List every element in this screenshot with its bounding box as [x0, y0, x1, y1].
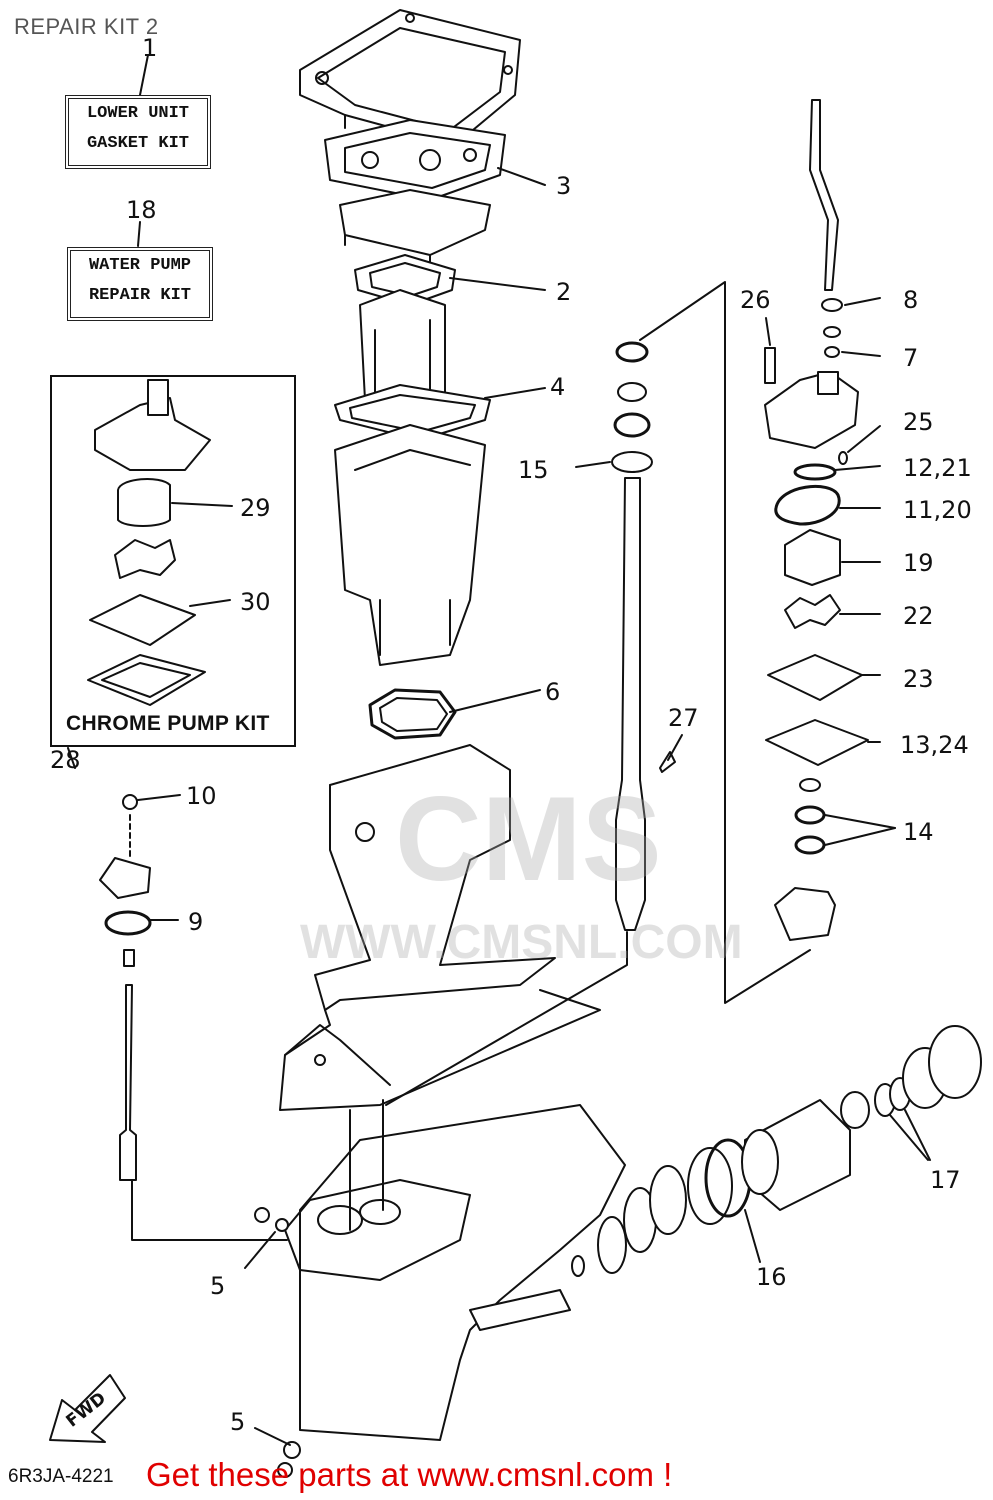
- callout-17: 17: [930, 1166, 961, 1194]
- callout-13-24: 13,24: [900, 731, 969, 759]
- gearcase: [284, 1099, 626, 1441]
- watermark-logo: CMS: [395, 772, 662, 906]
- gasket-4: [334, 384, 491, 441]
- callout-1: 1: [142, 34, 158, 62]
- callout-7: 7: [903, 344, 919, 372]
- callout-8: 8: [903, 286, 919, 314]
- gasket-kit-line1: LOWER UNIT: [86, 104, 190, 123]
- callout-19: 19: [903, 549, 934, 577]
- callout-12-21: 12,21: [903, 454, 972, 482]
- callout-3: 3: [556, 172, 572, 200]
- callout-5-upper: 5: [210, 1272, 226, 1300]
- callout-27: 27: [668, 704, 699, 732]
- callout-11-20: 11,20: [903, 496, 972, 524]
- callout-14: 14: [903, 818, 934, 846]
- callout-26: 26: [740, 286, 771, 314]
- diagram-code: 6R3JA-4221: [8, 1466, 114, 1487]
- water-pump-kit-line1: WATER PUMP: [88, 256, 192, 275]
- upper-lower-casing: [279, 744, 601, 1111]
- callout-5-lower: 5: [230, 1408, 246, 1436]
- water-pump-kit-box: WATER PUMP REPAIR KIT: [67, 247, 213, 321]
- callout-15: 15: [518, 456, 549, 484]
- upper-casing-cover: [299, 9, 521, 159]
- callout-23: 23: [903, 665, 934, 693]
- watermark-url: WWW.CMSNL.COM: [300, 916, 743, 969]
- water-pump-assembly: [764, 99, 896, 941]
- gasket-kit-line2: GASKET KIT: [86, 134, 190, 153]
- callout-22: 22: [903, 602, 934, 630]
- water-pump-kit-line2: REPAIR KIT: [88, 286, 192, 305]
- callout-25: 25: [903, 408, 934, 436]
- chrome-pump-kit-label: CHROME PUMP KIT: [66, 712, 270, 735]
- exhaust-housing: [334, 424, 486, 666]
- chrome-pump-parts: [87, 379, 233, 706]
- page-title: REPAIR KIT 2: [14, 14, 159, 39]
- shift-rod-assembly: [99, 794, 288, 1241]
- gasket-2: [354, 254, 456, 306]
- chrome-pump-kit-box: [50, 375, 296, 747]
- callout-29: 29: [240, 494, 271, 522]
- gasket-3: [324, 119, 506, 201]
- lower-plate: [339, 189, 491, 266]
- propeller-shaft-parts: [469, 1025, 982, 1331]
- rubber-seal-6: [368, 688, 457, 740]
- callout-4: 4: [550, 373, 566, 401]
- callout-16: 16: [756, 1263, 787, 1291]
- gasket-kit-box: LOWER UNIT GASKET KIT: [65, 95, 211, 169]
- callout-18: 18: [126, 196, 157, 224]
- drive-shaft: [385, 281, 811, 1106]
- callout-2: 2: [556, 278, 572, 306]
- callout-30: 30: [240, 588, 271, 616]
- callout-10: 10: [186, 782, 217, 810]
- get-parts-link[interactable]: Get these parts at www.cmsnl.com !: [146, 1456, 673, 1493]
- callout-6: 6: [545, 678, 561, 706]
- callout-9: 9: [188, 908, 204, 936]
- fwd-arrow-icon: [49, 1374, 126, 1443]
- callout-28: 28: [50, 746, 81, 774]
